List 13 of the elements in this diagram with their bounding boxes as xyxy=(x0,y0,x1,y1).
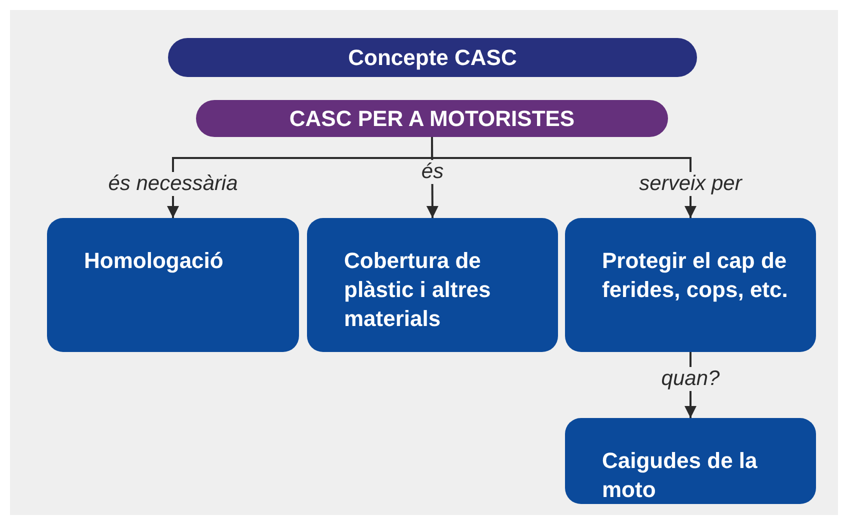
node-text: Homologació xyxy=(84,248,224,273)
node-text: CASC PER A MOTORISTES xyxy=(289,106,575,132)
node-text: Concepte CASC xyxy=(348,44,517,70)
concept-box xyxy=(307,218,558,352)
concept-box xyxy=(565,418,816,504)
node-text: Caigudes de la moto xyxy=(602,448,758,502)
node-text: Protegir el cap de ferides, cops, etc. xyxy=(602,248,788,302)
heading-pill xyxy=(196,100,668,137)
node-text: Cobertura de plàstic i altres materials xyxy=(344,248,491,331)
concept-box xyxy=(47,218,299,352)
connector-arrow xyxy=(431,137,696,218)
concept-box xyxy=(565,218,816,352)
heading-pill xyxy=(168,38,697,77)
